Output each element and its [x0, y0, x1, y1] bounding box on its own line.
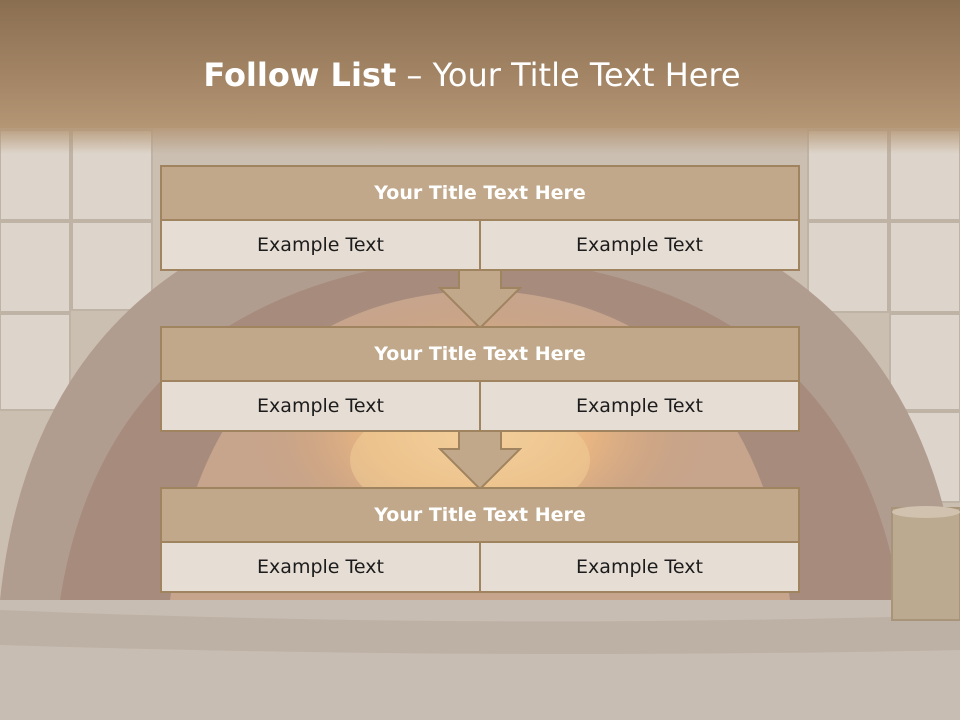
- block-row: Example Text Example Text: [160, 382, 800, 432]
- slide-title-bold: Follow List: [203, 56, 397, 94]
- block-row: Example Text Example Text: [160, 543, 800, 593]
- block-title: Your Title Text Here: [160, 165, 800, 221]
- block-left-text: Example Text: [160, 543, 481, 593]
- block-right-text: Example Text: [481, 221, 800, 271]
- block-left-text: Example Text: [160, 382, 481, 432]
- block-right-text: Example Text: [481, 543, 800, 593]
- follow-block-1: Your Title Text Here Example Text Exampl…: [160, 165, 800, 271]
- block-title: Your Title Text Here: [160, 487, 800, 543]
- down-arrow-icon: [438, 431, 522, 491]
- follow-block-3: Your Title Text Here Example Text Exampl…: [160, 487, 800, 593]
- follow-block-2: Your Title Text Here Example Text Exampl…: [160, 326, 800, 432]
- block-left-text: Example Text: [160, 221, 481, 271]
- block-title: Your Title Text Here: [160, 326, 800, 382]
- slide-title-rest: – Your Title Text Here: [396, 56, 741, 94]
- down-arrow-icon: [438, 270, 522, 330]
- slide-title: Follow List – Your Title Text Here: [0, 56, 944, 94]
- block-right-text: Example Text: [481, 382, 800, 432]
- block-row: Example Text Example Text: [160, 221, 800, 271]
